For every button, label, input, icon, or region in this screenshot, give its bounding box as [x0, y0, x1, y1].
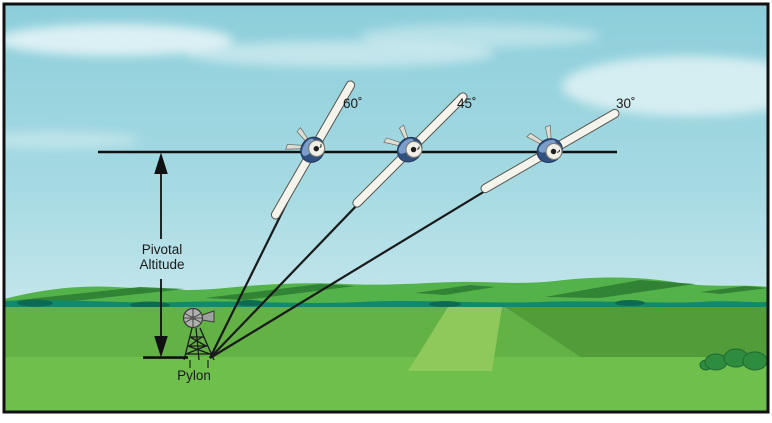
- terrain: [4, 277, 768, 412]
- hedge-row: [4, 300, 768, 309]
- arrowhead-up-icon: [154, 152, 168, 174]
- windmill-hub: [190, 315, 196, 321]
- bank-angle-label-30: 30˚: [616, 96, 636, 111]
- mid-field-dark: [505, 307, 768, 360]
- pivotal-altitude-label-line2: Altitude: [139, 257, 185, 272]
- pylon-label: Pylon: [177, 368, 211, 383]
- figure-border: [2, 2, 770, 414]
- arrowhead-down-icon: [154, 336, 168, 358]
- airplane-60-icon: [270, 80, 356, 220]
- pylon-windmill-icon: [182, 307, 215, 368]
- airplane-30-icon: [480, 108, 620, 194]
- light-field-patch: [408, 307, 502, 371]
- cloud-icon: [360, 24, 600, 48]
- pivotal-altitude-arrow: [143, 152, 188, 359]
- clouds: [4, 24, 768, 149]
- cloud-icon: [4, 131, 140, 149]
- cloud-icon: [185, 41, 495, 67]
- hill-shadows: [10, 280, 768, 303]
- airplanes: [270, 80, 620, 220]
- cloud-icon: [562, 56, 768, 116]
- bank-angle-label-45: 45˚: [457, 96, 477, 111]
- airplane-45-icon: [352, 92, 468, 208]
- cloud-icon: [4, 24, 233, 56]
- foreground-field: [4, 357, 768, 412]
- bushes-icon: [699, 348, 768, 371]
- pivotal-altitude-label: Pivotal Altitude: [116, 242, 208, 272]
- hedge-shrubs: [17, 299, 645, 309]
- pivotal-altitude-label-line1: Pivotal: [141, 242, 183, 257]
- bank-angle-label-60: 60˚: [343, 96, 363, 111]
